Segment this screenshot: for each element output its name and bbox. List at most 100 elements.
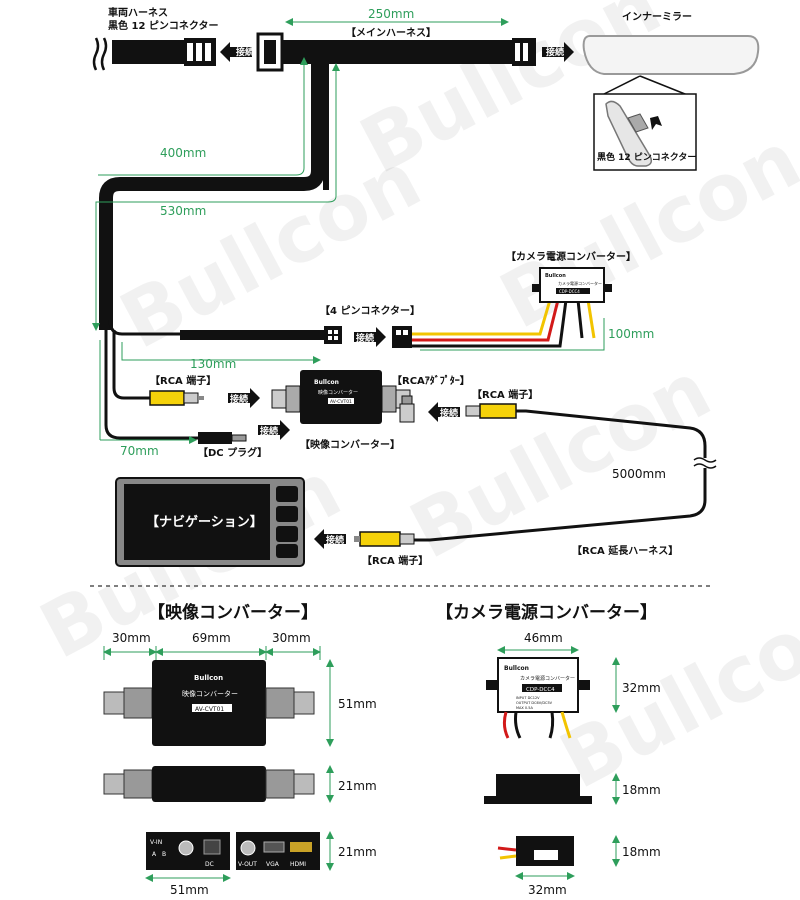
- main-harness-connector: [256, 32, 284, 72]
- vehicle-harness-label-2: 黒色 12 ピンコネクター: [108, 19, 218, 32]
- cut-cable-icon: [92, 37, 108, 71]
- connect-arrow: 接続: [220, 42, 254, 62]
- svg-text:接続: 接続: [440, 407, 458, 419]
- dimension-5000: 5000mm: [612, 467, 666, 481]
- svg-text:A: A: [152, 851, 157, 858]
- navigation-unit: 【ナビゲーション】: [115, 477, 305, 567]
- inner-mirror-label: インナーミラー: [622, 11, 692, 23]
- video-converter-front: Bullcon 映像コンバーター AV-CVT01: [103, 660, 315, 746]
- camera-converter-front: Bullcon カメラ電源コンバーター CDP-DCC4 INPUT DC12V…: [486, 657, 590, 739]
- video-converter-label: 【映像コンバーター】: [300, 438, 400, 451]
- camera-power-converter: Bullcon カメラ電源コンバーター CDP-DCC4: [532, 267, 612, 303]
- rca-terminal-bottom-label: 【RCA 端子】: [362, 554, 428, 567]
- mirror-connector-label: 黒色 12 ピンコネクター: [597, 151, 696, 163]
- width-mid: 69mm: [192, 631, 231, 645]
- svg-text:VGA: VGA: [266, 861, 280, 868]
- svg-text:HDMI: HDMI: [290, 861, 306, 868]
- svg-text:Bullcon: Bullcon: [504, 665, 529, 672]
- four-pin-connector-male: [324, 326, 342, 344]
- main-harness-cable: [282, 40, 512, 64]
- svg-text:カメラ電源コンバーター: カメラ電源コンバーター: [558, 280, 602, 286]
- camera-converter-label: 【カメラ電源コンバーター】: [506, 250, 636, 263]
- dc-plug: [198, 432, 247, 444]
- svg-text:接続: 接続: [260, 425, 278, 437]
- camera-height-front: 32mm: [622, 681, 661, 695]
- vehicle-12pin-connector: [184, 38, 216, 66]
- svg-text:CDP-DCC4: CDP-DCC4: [526, 687, 555, 693]
- video-converter-end-input: V-IN A B DC: [146, 832, 230, 870]
- connect-arrow: 接続: [542, 42, 574, 62]
- detail-video-title: 【映像コンバーター】: [148, 602, 318, 623]
- dimension-130: 130mm: [190, 357, 236, 371]
- svg-text:INPUT DC12V: INPUT DC12V: [516, 696, 540, 700]
- width-end: 51mm: [170, 883, 209, 897]
- svg-text:Bullcon: Bullcon: [314, 379, 339, 386]
- svg-text:MAX 0.5A: MAX 0.5A: [516, 706, 533, 710]
- video-converter: Bullcon 映像コンバーター AV-CVT01: [271, 370, 411, 424]
- width-right: 30mm: [272, 631, 311, 645]
- vehicle-cable: [112, 40, 184, 64]
- svg-text:映像コンバーター: 映像コンバーター: [318, 389, 358, 396]
- main-harness-label: 【メインハーネス】: [346, 26, 436, 39]
- camera-width: 46mm: [524, 631, 563, 645]
- svg-text:接続: 接続: [356, 332, 374, 344]
- dimension-400: 400mm: [160, 146, 206, 160]
- svg-text:接続: 接続: [326, 534, 344, 546]
- svg-text:接続: 接続: [236, 46, 254, 58]
- rca-cable-left: [112, 330, 150, 400]
- connect-arrow: 接続: [258, 420, 290, 440]
- svg-text:映像コンバーター: 映像コンバーター: [182, 689, 238, 698]
- connect-arrow: 接続: [314, 529, 346, 549]
- rca-extension-label: 【RCA 延長ハーネス】: [572, 544, 678, 557]
- height-front: 51mm: [338, 697, 377, 711]
- svg-text:V-OUT: V-OUT: [238, 861, 257, 868]
- dimension-530: 530mm: [160, 204, 206, 218]
- height-side: 21mm: [338, 779, 377, 793]
- navigation-label: 【ナビゲーション】: [146, 514, 263, 530]
- detail-camera-title: 【カメラ電源コンバーター】: [436, 602, 657, 623]
- svg-text:OUTPUT DC6V/DC5V: OUTPUT DC6V/DC5V: [516, 701, 553, 705]
- camera-height-side: 18mm: [622, 783, 661, 797]
- svg-text:Bullcon: Bullcon: [194, 674, 223, 682]
- dc-plug-cable: [104, 330, 198, 440]
- svg-text:Bullcon: Bullcon: [545, 273, 566, 279]
- camera-height-end: 18mm: [622, 845, 661, 859]
- wire-red: [412, 299, 560, 342]
- vehicle-harness-label-1: 車両ハーネス: [108, 6, 168, 19]
- wire-black: [412, 299, 568, 348]
- mirror-inset: [593, 75, 697, 171]
- rca-extension-cable: [414, 409, 707, 542]
- video-converter-side: [103, 766, 315, 802]
- camera-converter-end: [497, 836, 574, 866]
- svg-text:接続: 接続: [546, 46, 564, 58]
- video-converter-end-output: V-OUT VGA HDMI: [236, 832, 320, 870]
- dimension-70: 70mm: [120, 444, 159, 458]
- main-harness-right-connector: [512, 38, 536, 66]
- inner-mirror: [582, 35, 760, 75]
- width-left: 30mm: [112, 631, 151, 645]
- four-pin-connector-label: 【4 ピンコネクター】: [320, 304, 420, 317]
- four-pin-connector-female: [392, 326, 412, 348]
- dimension-100: 100mm: [608, 327, 654, 341]
- rca-terminal-bottom: [354, 531, 415, 547]
- svg-text:B: B: [162, 851, 166, 858]
- svg-text:AV-CVT01: AV-CVT01: [195, 706, 224, 713]
- break-mark: [693, 457, 717, 469]
- svg-text:接続: 接続: [230, 393, 248, 405]
- connect-arrow: 接続: [228, 388, 260, 408]
- rca-adapter: [399, 395, 415, 423]
- rca-adapter-label: 【RCAｱﾀﾞﾌﾟﾀｰ】: [392, 374, 470, 387]
- rca-terminal-left: [149, 390, 204, 406]
- dimension-main: 250mm: [368, 7, 414, 21]
- rca-terminal-right-label: 【RCA 端子】: [472, 388, 538, 401]
- svg-text:AV-CVT01: AV-CVT01: [330, 399, 352, 405]
- rca-terminal-left-label: 【RCA 端子】: [150, 374, 216, 387]
- wire-yellow: [412, 299, 552, 336]
- svg-text:CDP-DCC4: CDP-DCC4: [559, 289, 580, 294]
- rca-terminal-right: [465, 403, 517, 419]
- camera-width-end: 32mm: [528, 883, 567, 897]
- connect-arrow: 接続: [428, 402, 460, 422]
- connect-arrow: 接続: [354, 327, 386, 347]
